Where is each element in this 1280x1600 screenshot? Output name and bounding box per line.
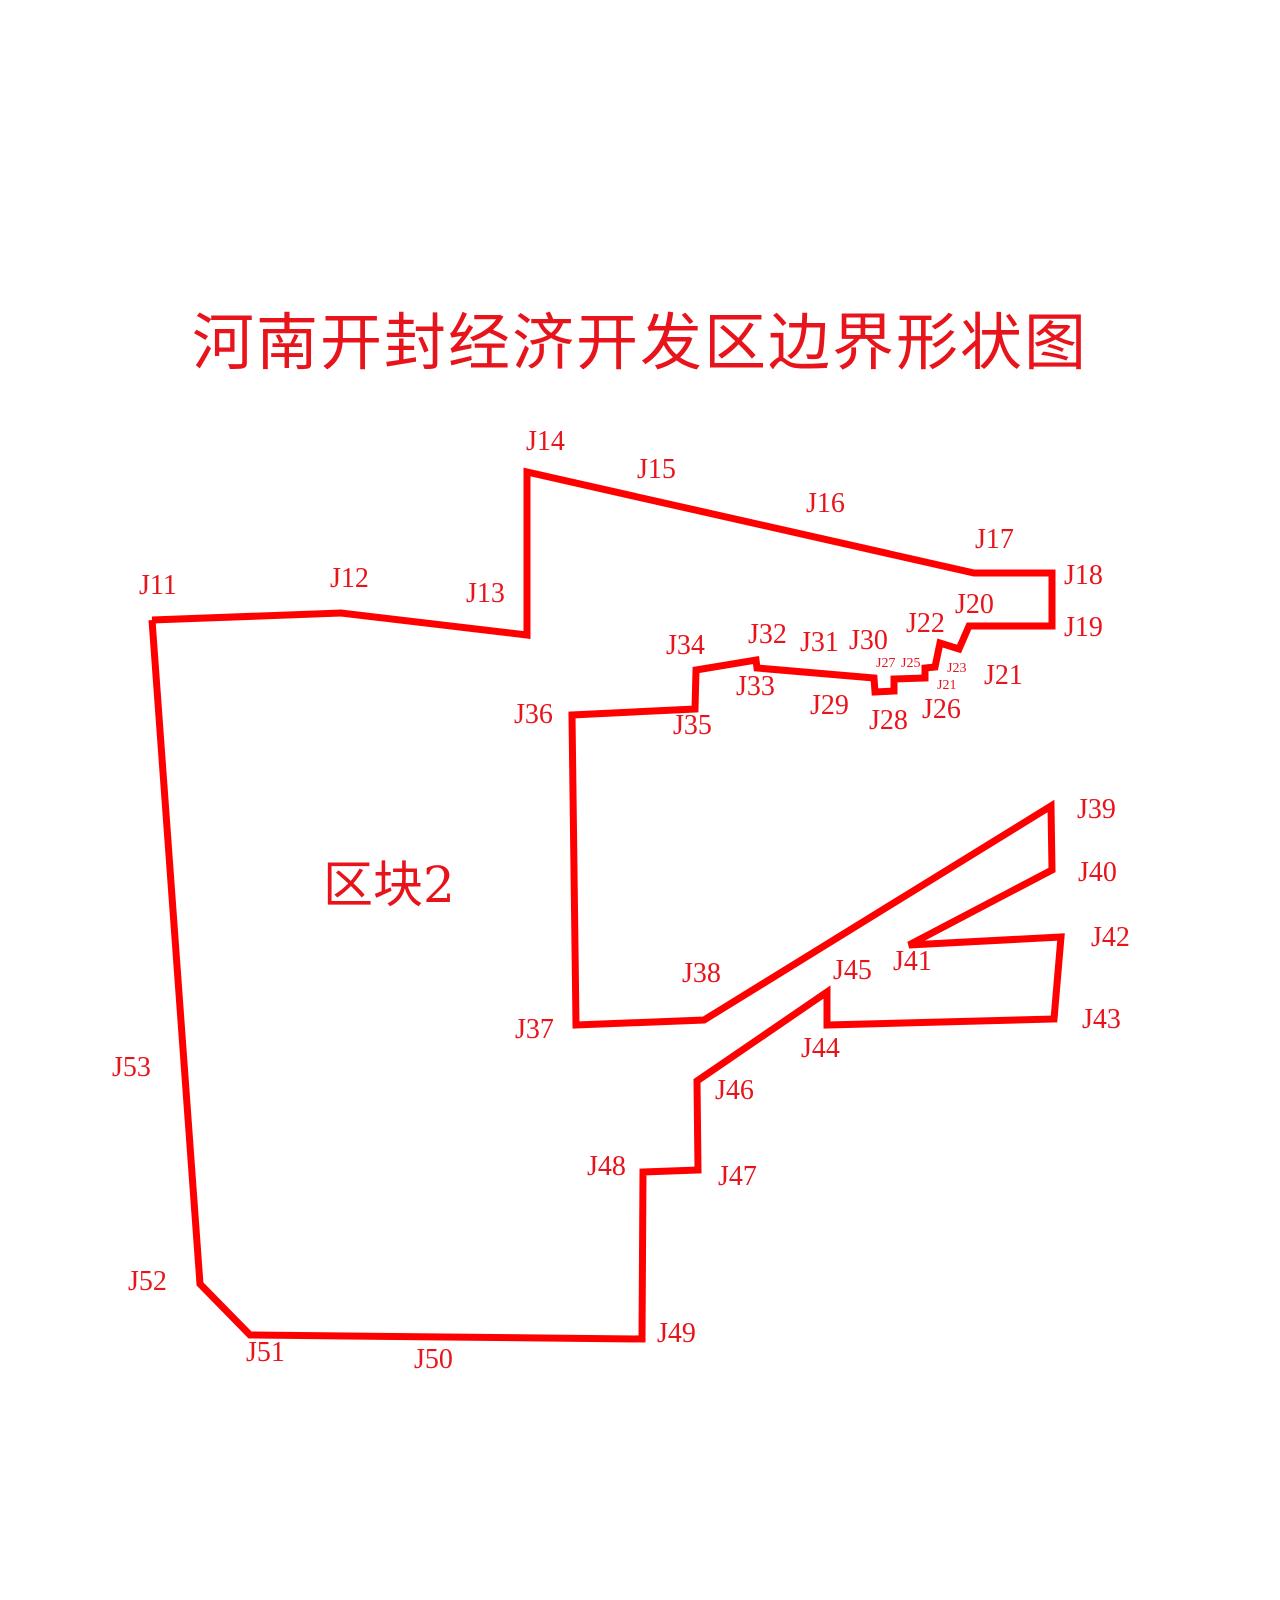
point-label-j47: J47 bbox=[718, 1161, 757, 1192]
point-label-j14: J14 bbox=[526, 426, 565, 457]
point-label-j21: J21 bbox=[984, 660, 1023, 691]
point-label-j44: J44 bbox=[801, 1033, 840, 1064]
point-label-j40: J40 bbox=[1078, 857, 1117, 888]
point-label-j41: J41 bbox=[893, 946, 932, 977]
point-label-j53: J53 bbox=[112, 1052, 151, 1083]
point-label-j36: J36 bbox=[514, 699, 553, 730]
point-label-j51: J51 bbox=[246, 1337, 285, 1368]
point-label-j37: J37 bbox=[515, 1014, 554, 1045]
point-label-j18: J18 bbox=[1064, 560, 1103, 591]
point-label-j42: J42 bbox=[1091, 922, 1130, 953]
point-label-j30: J30 bbox=[849, 625, 888, 656]
point-label-j27: J27 bbox=[876, 656, 895, 671]
point-label-j45: J45 bbox=[833, 955, 872, 986]
point-label-j13: J13 bbox=[466, 578, 505, 609]
point-label-j20: J20 bbox=[955, 589, 994, 620]
point-label-j21: J21 bbox=[937, 678, 956, 693]
point-label-j15: J15 bbox=[637, 454, 676, 485]
map-title: 河南开封经济开发区边界形状图 bbox=[192, 306, 1088, 379]
point-label-j34: J34 bbox=[666, 630, 705, 661]
point-label-j48: J48 bbox=[587, 1151, 626, 1182]
point-label-j43: J43 bbox=[1082, 1004, 1121, 1035]
point-label-j23: J23 bbox=[947, 661, 966, 676]
point-label-j35: J35 bbox=[673, 710, 712, 741]
point-label-j31: J31 bbox=[800, 627, 839, 658]
point-label-j39: J39 bbox=[1077, 794, 1116, 825]
point-label-j52: J52 bbox=[128, 1266, 167, 1297]
point-label-j17: J17 bbox=[975, 524, 1014, 555]
point-label-j46: J46 bbox=[715, 1075, 754, 1106]
point-label-j28: J28 bbox=[869, 705, 908, 736]
point-label-j32: J32 bbox=[748, 619, 787, 650]
point-label-j33: J33 bbox=[736, 671, 775, 702]
boundary-outer-line bbox=[148, 467, 1065, 1343]
point-label-j11: J11 bbox=[139, 570, 177, 601]
point-label-j12: J12 bbox=[330, 563, 369, 594]
point-label-j38: J38 bbox=[682, 958, 721, 989]
point-label-j25: J25 bbox=[901, 656, 920, 671]
point-label-j26: J26 bbox=[922, 694, 961, 725]
point-label-j16: J16 bbox=[806, 488, 845, 519]
point-label-j50: J50 bbox=[414, 1344, 453, 1375]
point-label-j19: J19 bbox=[1064, 612, 1103, 643]
point-label-j22: J22 bbox=[906, 608, 945, 639]
point-label-j29: J29 bbox=[810, 690, 849, 721]
point-label-j49: J49 bbox=[657, 1318, 696, 1349]
block-label: 区块2 bbox=[323, 856, 455, 914]
